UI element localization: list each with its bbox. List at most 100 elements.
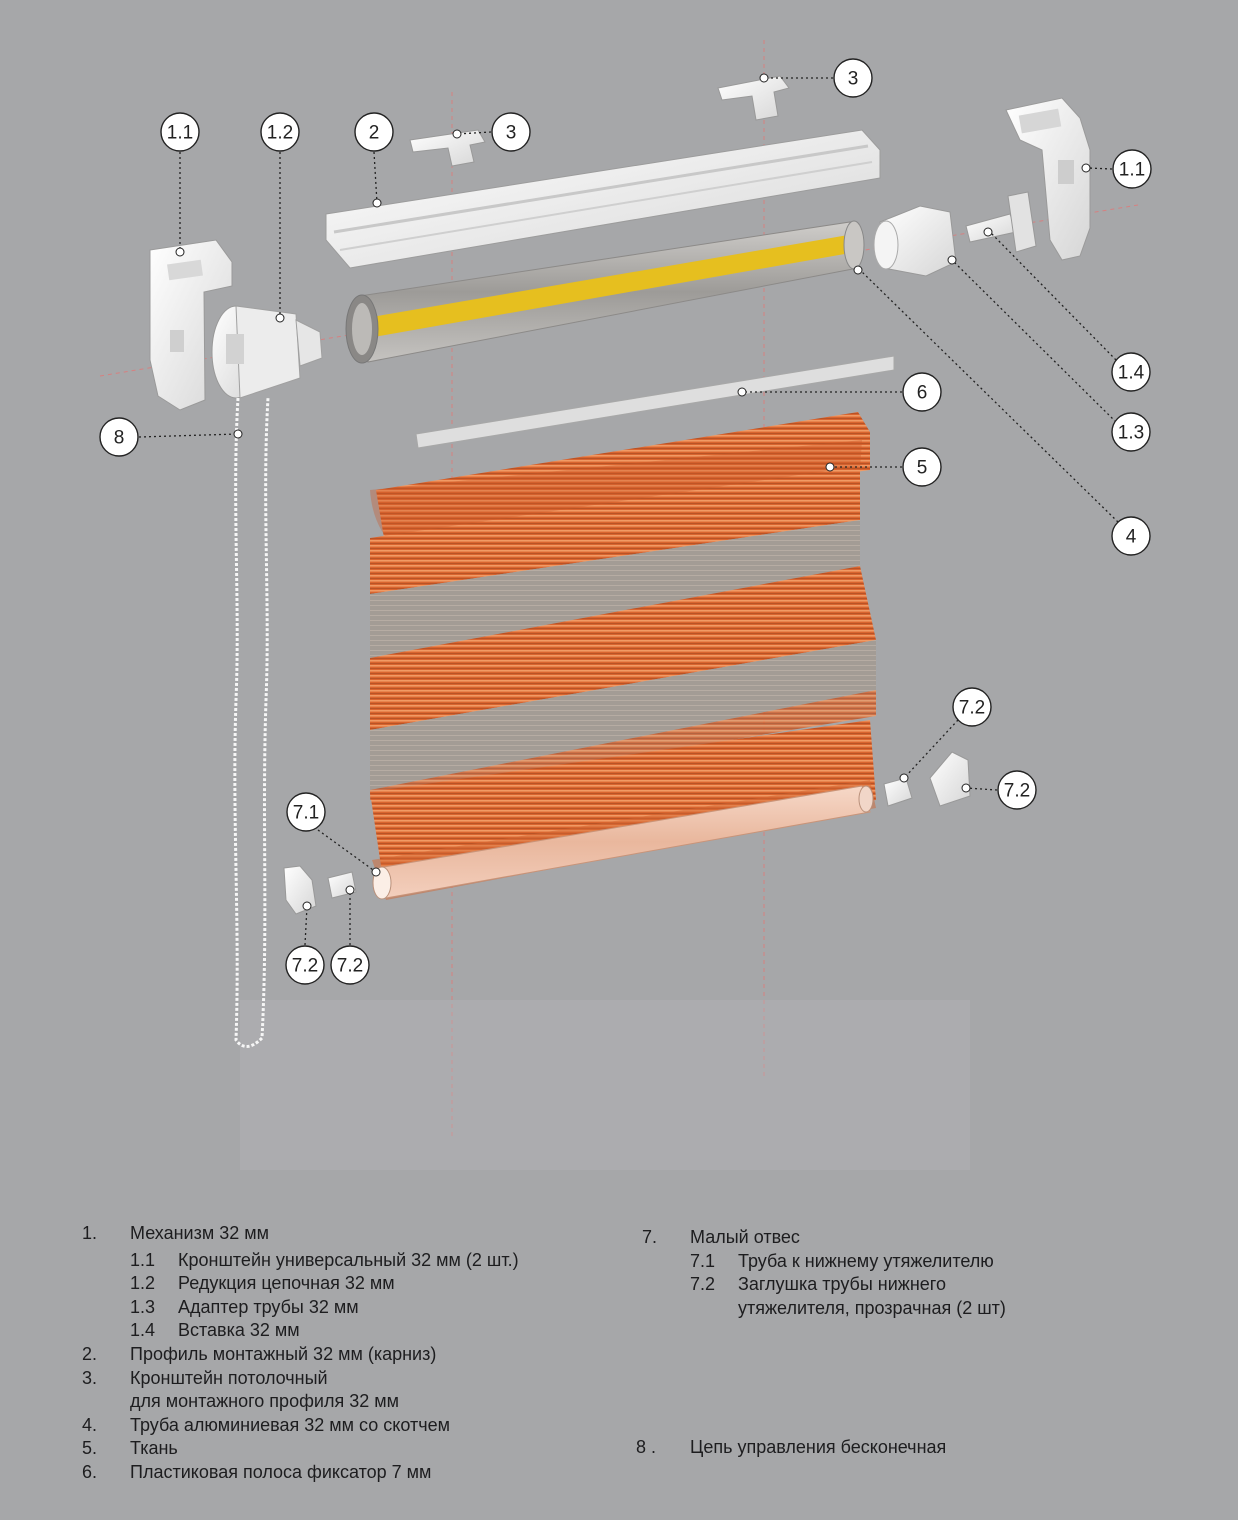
callout-2: 2 [354, 112, 394, 152]
mounting-profile [325, 129, 881, 269]
legend-text: Цепь управления бесконечная [690, 1437, 947, 1457]
legend-text: Малый отвес [690, 1227, 800, 1247]
callout-group: 1.1 1.2 2 3 3 1.1 1.4 1.3 4 6 5 8 7.2 7.2 7.1 7.2 7.2 [99, 58, 1152, 985]
callout-1-2: 1.2 [260, 112, 300, 152]
legend-num: 7. [642, 1227, 658, 1247]
tube-adapter [873, 205, 957, 277]
legend-text: Вставка 32 мм [178, 1320, 300, 1340]
legend-num: 3. [82, 1368, 98, 1388]
legend-num: 2. [82, 1344, 98, 1364]
legend-num: 1.4 [130, 1320, 156, 1340]
callout-7-2-left-a: 7.2 [285, 945, 325, 985]
callout-1-1-left: 1.1 [160, 112, 200, 152]
callout-label: 8 [114, 428, 125, 449]
fixing-strip [415, 355, 895, 449]
callout-7-2-right: 7.2 [997, 770, 1037, 810]
callout-7-2-top: 7.2 [952, 687, 992, 727]
callout-circle [1111, 412, 1151, 452]
callout-7-1: 7.1 [286, 792, 326, 832]
insert-part [965, 191, 1037, 253]
callout-label: 6 [917, 383, 928, 404]
legend-num: 6. [82, 1462, 98, 1482]
callout-4: 4 [1111, 516, 1151, 556]
callout-circle [354, 112, 394, 152]
callout-circle [260, 112, 300, 152]
control-chain [233, 397, 270, 1048]
chain-reduction [211, 305, 323, 399]
legend-text: Механизм 32 мм [130, 1223, 270, 1243]
callout-5: 5 [902, 447, 942, 487]
fabric [370, 412, 876, 900]
callout-label: 7.2 [1004, 781, 1030, 802]
end-cap-right-small [883, 777, 913, 807]
ceiling-bracket-right [717, 75, 790, 121]
exploded-diagram: 1.1 1.2 2 3 3 1.1 1.4 1.3 4 6 5 8 7.2 7.2 7.1 7.2 7.2 [99, 40, 1152, 1170]
callout-circle [160, 112, 200, 152]
callout-3-right: 3 [833, 58, 873, 98]
callout-3-left: 3 [491, 112, 531, 152]
legend-text: утяжелителя, прозрачная (2 шт) [738, 1298, 1006, 1318]
leader-lines [138, 77, 1119, 946]
callout-circle [286, 792, 326, 832]
end-cap-right-large [929, 751, 971, 807]
callout-label: 1.1 [167, 123, 193, 144]
legend-text: Редукция цепочная 32 мм [178, 1273, 395, 1293]
parts-legend: 1. Механизм 32 мм 1.1 Кронштейн универсаль… [0, 1222, 1238, 1512]
legend-text: Заглушка трубы нижнего [738, 1274, 946, 1294]
universal-bracket-left [149, 239, 233, 411]
callout-circle [902, 447, 942, 487]
callout-circle [285, 945, 325, 985]
legend-num: 1.2 [130, 1273, 156, 1293]
legend-text: Труба алюминиевая 32 мм со скотчем [130, 1415, 450, 1435]
callout-label: 7.2 [337, 956, 363, 977]
callout-label: 3 [506, 123, 517, 144]
callout-label: 1.3 [1118, 423, 1144, 444]
callout-8: 8 [99, 417, 139, 457]
legend-text: Кронштейн потолочный [130, 1368, 328, 1388]
callout-6: 6 [902, 372, 942, 412]
callout-label: 3 [848, 69, 859, 90]
leader-dots [175, 73, 1091, 911]
legend-num: 1.3 [130, 1297, 156, 1317]
callout-circle [902, 372, 942, 412]
callout-circle [1112, 149, 1152, 189]
legend-text: Кронштейн универсальный 32 мм (2 шт.) [178, 1250, 519, 1270]
callout-label: 1.1 [1119, 160, 1145, 181]
callout-circle [833, 58, 873, 98]
callout-label: 2 [369, 123, 380, 144]
callout-circle [99, 417, 139, 457]
callout-1-3: 1.3 [1111, 412, 1151, 452]
legend-num: 5. [82, 1438, 98, 1458]
legend-text: Пластиковая полоса фиксатор 7 мм [130, 1462, 432, 1482]
legend-text: Профиль монтажный 32 мм (карниз) [130, 1344, 437, 1364]
universal-bracket-right [1005, 97, 1091, 261]
callout-circle [1111, 352, 1151, 392]
callout-circle [491, 112, 531, 152]
ceiling-bracket-left [409, 129, 486, 167]
legend-text: для монтажного профиля 32 мм [130, 1391, 399, 1411]
legend-num: 8 . [636, 1437, 657, 1457]
callout-label: 7.2 [292, 956, 318, 977]
legend-text: Ткань [130, 1438, 178, 1458]
legend-num: 1.1 [130, 1250, 156, 1270]
callout-label: 1.4 [1118, 363, 1145, 384]
callout-label: 1.2 [267, 123, 293, 144]
callout-label: 4 [1126, 527, 1137, 548]
callout-7-2-left-b: 7.2 [330, 945, 370, 985]
legend-text: Адаптер трубы 32 мм [178, 1297, 359, 1317]
legend-num: 1. [82, 1223, 98, 1243]
callout-label: 5 [917, 458, 928, 479]
callout-circle [330, 945, 370, 985]
callout-circle [952, 687, 992, 727]
aluminium-tube [345, 220, 865, 364]
legend-num: 7.2 [690, 1274, 716, 1294]
callout-1-4: 1.4 [1111, 352, 1151, 392]
callout-1-1-right: 1.1 [1112, 149, 1152, 189]
background-shadow [240, 1000, 970, 1170]
legend-text: Труба к нижнему утяжелителю [738, 1251, 994, 1271]
legend-num: 4. [82, 1415, 98, 1435]
callout-label: 7.2 [959, 698, 985, 719]
legend-num: 7.1 [690, 1251, 716, 1271]
callout-circle [1111, 516, 1151, 556]
callout-circle [997, 770, 1037, 810]
